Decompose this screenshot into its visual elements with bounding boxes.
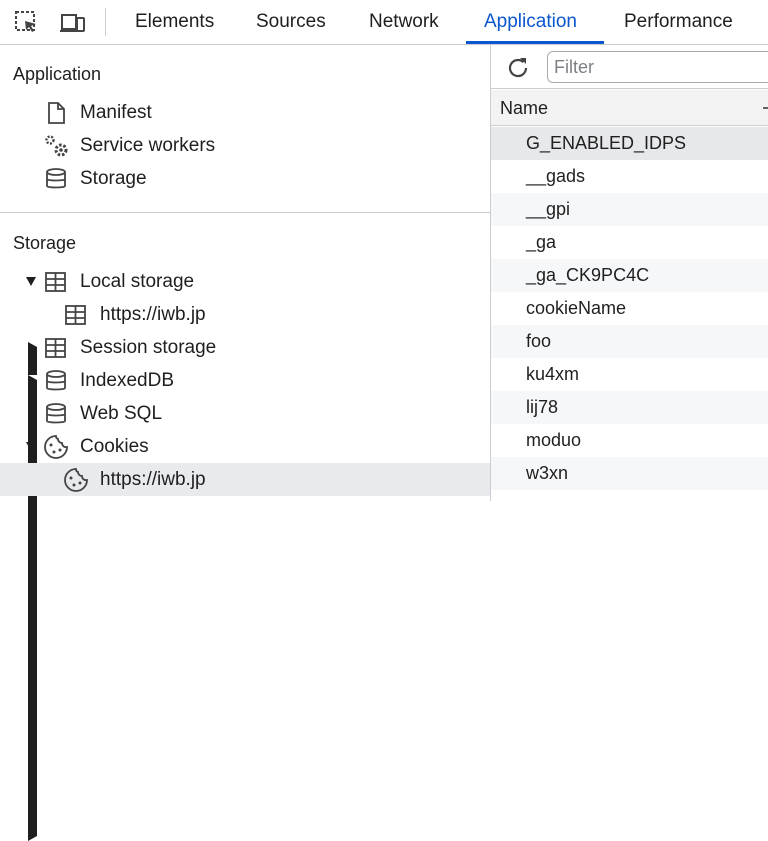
cookies-toolbar bbox=[491, 45, 768, 89]
table-row[interactable]: moduo bbox=[491, 424, 768, 457]
filter-input[interactable] bbox=[547, 51, 768, 83]
table-icon bbox=[45, 338, 66, 358]
cookie-name-cell: _ga_CK9PC4C bbox=[526, 265, 650, 285]
sidebar-item-label: Cookies bbox=[80, 436, 149, 457]
tab-performance[interactable]: Performance bbox=[624, 11, 733, 32]
cookie-name-cell: G_ENABLED_IDPS bbox=[526, 133, 687, 153]
gears-icon bbox=[45, 135, 68, 157]
cookie-name-cell: __gads bbox=[526, 166, 586, 186]
database-icon bbox=[46, 370, 66, 391]
database-icon bbox=[46, 403, 66, 424]
refresh-icon[interactable] bbox=[505, 55, 531, 81]
sort-indicator-icon bbox=[763, 107, 768, 109]
sidebar-item-label: Storage bbox=[80, 168, 147, 189]
cookie-name-cell: ku4xm bbox=[526, 364, 580, 384]
sidebar-item-manifest[interactable]: Manifest bbox=[0, 96, 490, 129]
table-row[interactable]: __gpi bbox=[491, 193, 768, 226]
tab-sources[interactable]: Sources bbox=[256, 11, 326, 32]
cookie-name-cell: lij78 bbox=[526, 397, 559, 417]
sidebar-item-label: Manifest bbox=[80, 102, 152, 123]
table-row[interactable]: ku4xm bbox=[491, 358, 768, 391]
cookie-icon bbox=[64, 468, 88, 492]
section-title-application: Application bbox=[13, 64, 102, 84]
sidebar-item-label: Session storage bbox=[80, 337, 217, 358]
sidebar-item-label: Local storage bbox=[80, 271, 195, 292]
inspect-element-icon[interactable] bbox=[14, 10, 40, 36]
table-icon bbox=[45, 272, 66, 292]
file-icon bbox=[48, 102, 65, 124]
tab-application[interactable]: Application bbox=[484, 11, 577, 32]
sidebar-item-label: https://iwb.jp bbox=[100, 469, 206, 490]
cookies-panel: Name G_ENABLED_IDPS __gads __gpi _ga _ga… bbox=[491, 45, 768, 501]
sidebar-item-service-workers[interactable]: Service workers bbox=[0, 129, 490, 162]
expand-arrow-icon[interactable] bbox=[26, 442, 36, 451]
sidebar-item-app-storage[interactable]: Storage bbox=[0, 162, 490, 195]
sidebar-item-label: https://iwb.jp bbox=[100, 304, 206, 325]
table-icon bbox=[65, 305, 86, 325]
application-sidebar: Application Manifest Service workers Sto… bbox=[0, 45, 490, 841]
tab-network[interactable]: Network bbox=[369, 11, 439, 32]
sidebar-item-indexeddb[interactable]: IndexedDB bbox=[0, 364, 490, 841]
sidebar-item-cookies[interactable]: Cookies bbox=[0, 430, 490, 463]
cookie-name-cell: moduo bbox=[526, 430, 582, 450]
table-row[interactable]: foo bbox=[491, 325, 768, 358]
toolbar-separator bbox=[105, 8, 106, 36]
table-row[interactable]: w3xn bbox=[491, 457, 768, 490]
devtools-toolbar: Elements Sources Network Application Per… bbox=[0, 0, 768, 45]
sidebar-item-label: Web SQL bbox=[80, 403, 163, 424]
sidebar-item-label: Service workers bbox=[80, 135, 216, 156]
table-row[interactable]: G_ENABLED_IDPS bbox=[491, 127, 768, 160]
sidebar-item-cookies-origin[interactable]: https://iwb.jp bbox=[0, 463, 490, 496]
column-header-name[interactable]: Name bbox=[500, 98, 549, 118]
section-title-storage: Storage bbox=[13, 233, 77, 253]
device-toolbar-icon[interactable] bbox=[60, 10, 86, 36]
table-row[interactable]: cookieName bbox=[491, 292, 768, 325]
table-row[interactable]: _ga_CK9PC4C bbox=[491, 259, 768, 292]
cookie-name-cell: __gpi bbox=[526, 199, 571, 219]
table-row[interactable]: _ga bbox=[491, 226, 768, 259]
section-divider bbox=[0, 212, 490, 213]
sidebar-item-local-storage-origin[interactable]: https://iwb.jp bbox=[0, 298, 490, 331]
cookie-icon bbox=[44, 435, 68, 459]
database-icon bbox=[46, 168, 66, 189]
cookie-name-cell: w3xn bbox=[526, 463, 569, 483]
active-tab-indicator bbox=[466, 41, 604, 44]
tab-elements[interactable]: Elements bbox=[135, 11, 215, 32]
cookie-name-cell: cookieName bbox=[526, 298, 627, 318]
sidebar-item-label: IndexedDB bbox=[80, 370, 175, 391]
cookies-table-header: Name bbox=[491, 90, 768, 126]
sidebar-item-session-storage[interactable]: Session storage bbox=[0, 331, 490, 808]
cookie-name-cell: _ga bbox=[526, 232, 557, 252]
table-row[interactable]: __gads bbox=[491, 160, 768, 193]
panel-splitter[interactable] bbox=[490, 45, 491, 501]
expand-arrow-icon[interactable] bbox=[26, 277, 36, 286]
table-row[interactable]: lij78 bbox=[491, 391, 768, 424]
cookie-name-cell: foo bbox=[526, 331, 552, 351]
sidebar-item-local-storage[interactable]: Local storage bbox=[0, 265, 490, 298]
sidebar-item-web-sql[interactable]: Web SQL bbox=[0, 397, 490, 430]
